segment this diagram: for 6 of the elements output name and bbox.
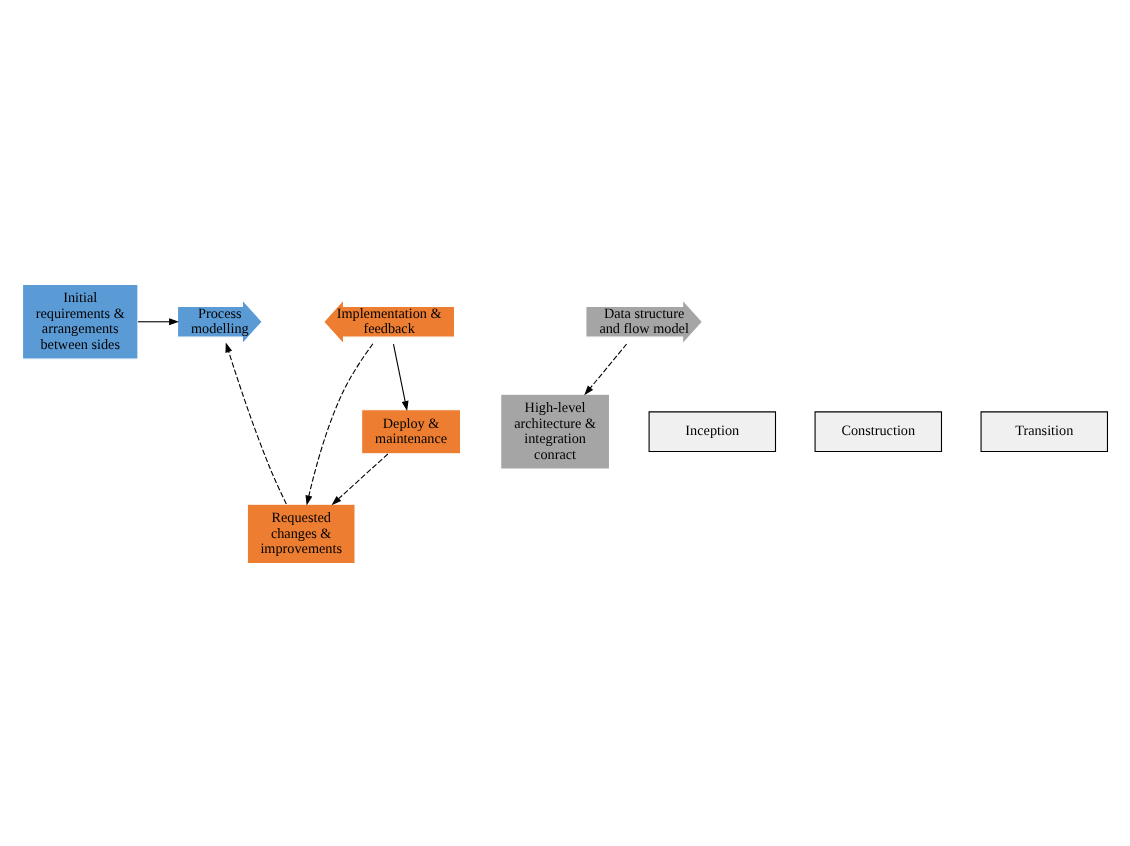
arrow	[331, 452, 389, 505]
arrow	[392, 342, 409, 410]
arrow	[225, 341, 287, 504]
arrow	[584, 342, 628, 395]
arrow	[137, 317, 179, 325]
arrow	[305, 342, 374, 505]
